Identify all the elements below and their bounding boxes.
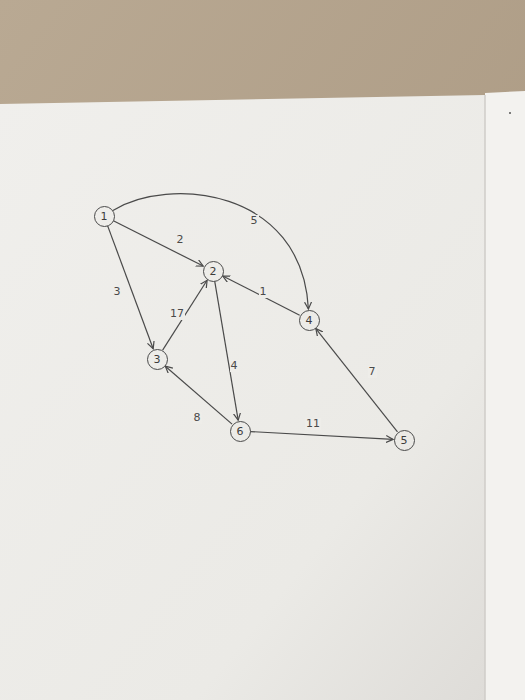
paper-sheet <box>0 95 485 700</box>
edge-weight: 7 <box>368 366 377 378</box>
edge-weight: 5 <box>250 215 259 227</box>
vertex-circle: 3 <box>147 349 168 370</box>
edge-weight: 17 <box>169 308 185 320</box>
directed-edge <box>113 221 203 266</box>
vertex-circle: 4 <box>299 310 320 331</box>
vertex-number: 4 <box>306 315 313 326</box>
dot <box>509 112 511 114</box>
directed-edge <box>108 226 154 349</box>
vertex-circle: 6 <box>230 421 251 442</box>
vertex-circle: 5 <box>394 430 415 451</box>
directed-edge <box>215 281 238 420</box>
vertex-circle: 1 <box>94 206 115 227</box>
directed-edge <box>250 432 393 440</box>
second-sheet <box>485 91 525 700</box>
directed-edge <box>165 366 232 424</box>
vertex-number: 3 <box>154 354 161 365</box>
vertex-circle: 2 <box>203 261 224 282</box>
vertex-number: 1 <box>101 211 108 222</box>
edge-weight: 2 <box>176 234 185 246</box>
directed-edge <box>316 329 398 432</box>
directed-edge <box>223 276 300 315</box>
vertex-number: 6 <box>237 426 244 437</box>
edge-weight: 3 <box>113 286 122 298</box>
edge-weight: 1 <box>259 286 268 298</box>
vertex-number: 5 <box>401 435 408 446</box>
vertex-number: 2 <box>210 266 217 277</box>
edge-weight: 4 <box>230 360 239 372</box>
edge-weight: 11 <box>305 418 321 430</box>
sheet-edge <box>484 95 486 700</box>
directed-edge <box>163 280 207 350</box>
directed-edge <box>113 194 309 309</box>
edge-weight: 8 <box>193 412 202 424</box>
